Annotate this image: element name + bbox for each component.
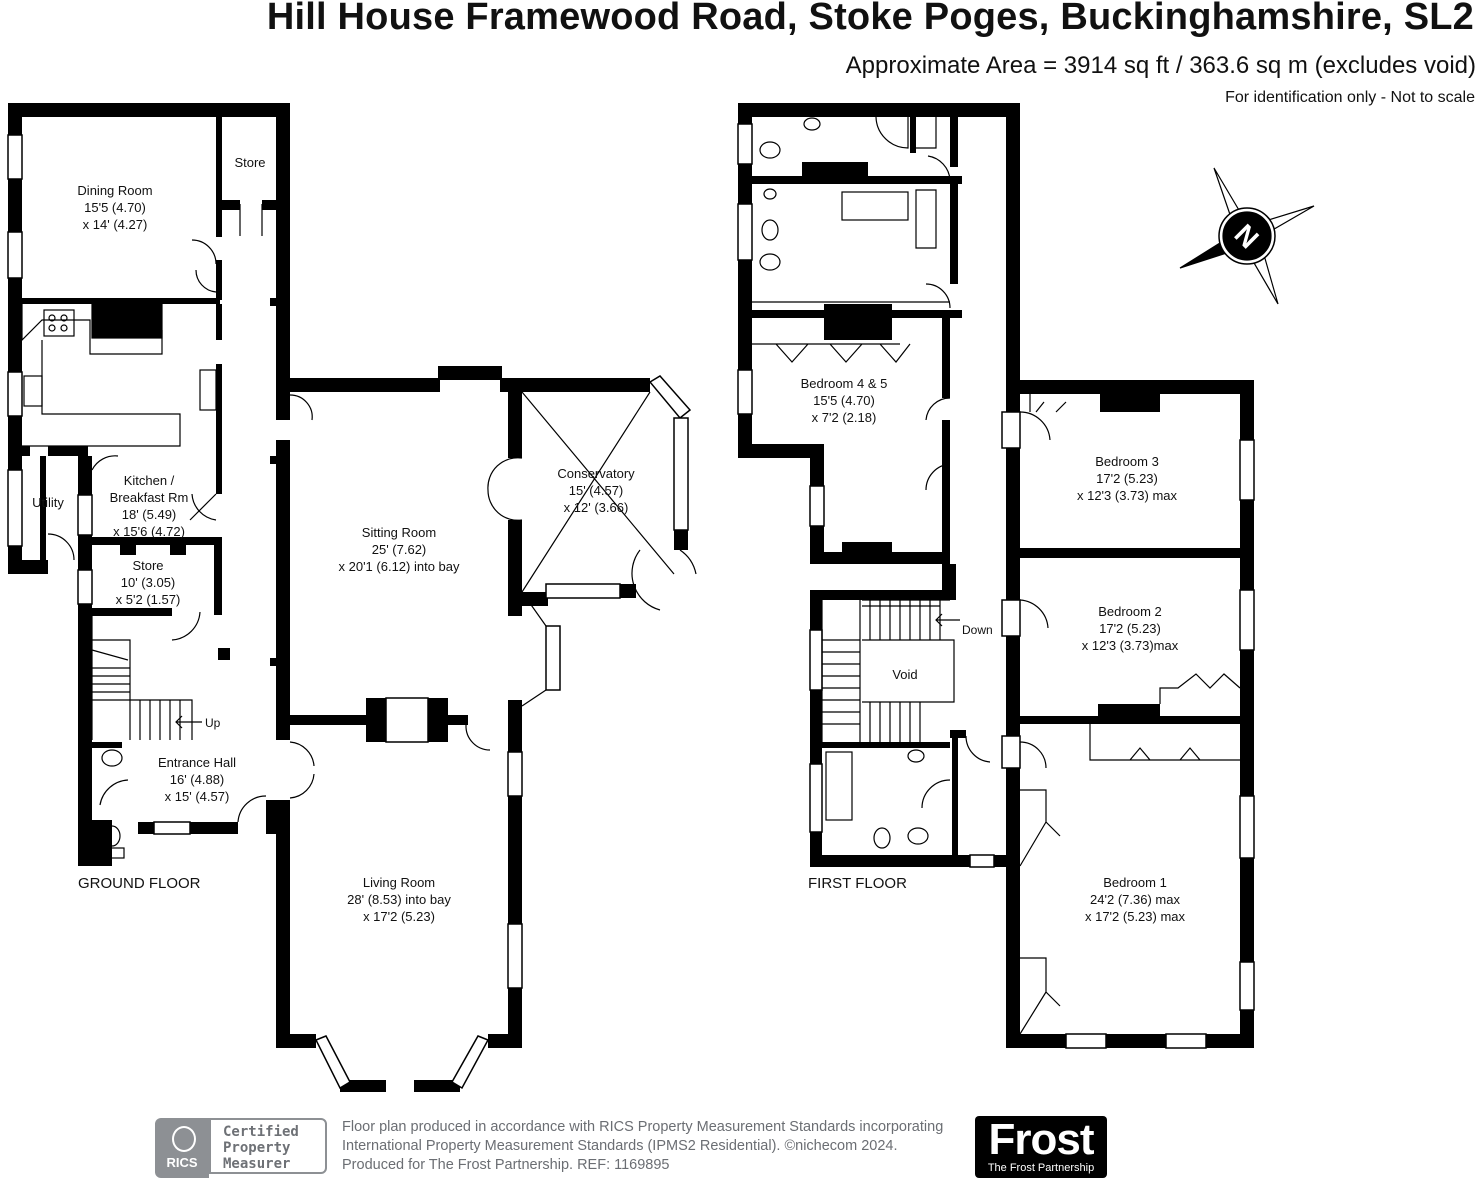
- room-bedroom-1: Bedroom 1 24'2 (7.36) max x 17'2 (5.23) …: [1084, 875, 1186, 924]
- room-store-top: Store: [234, 155, 266, 170]
- certified-property-measurer: Certified Property Measurer: [209, 1118, 327, 1174]
- frost-logo: Frost The Frost Partnership: [975, 1116, 1107, 1178]
- first-floor-label: FIRST FLOOR: [808, 875, 907, 892]
- rics-certified-logo: RICS Certified Property Measurer: [155, 1118, 331, 1178]
- room-kitchen: Kitchen / Breakfast Rm 18' (5.49) x 15'6…: [109, 473, 189, 539]
- property-title: Hill House Framewood Road, Stoke Poges, …: [266, 0, 1474, 38]
- lion-emblem-icon: [172, 1126, 196, 1152]
- room-bedroom-2: Bedroom 2 17'2 (5.23) x 12'3 (3.73)max: [1081, 604, 1179, 653]
- first-floor-windows: [737, 123, 1255, 1049]
- footer-disclaimer: Floor plan produced in accordance with R…: [342, 1119, 944, 1173]
- ground-floor-label: GROUND FLOOR: [78, 875, 201, 892]
- room-store: Store 10' (3.05) x 5'2 (1.57): [115, 558, 181, 607]
- room-void: Void: [892, 667, 918, 682]
- room-living: Living Room 28' (8.53) into bay x 17'2 (…: [347, 875, 451, 924]
- ground-floor-fixtures: [21, 204, 697, 859]
- scale-note: For identification only - Not to scale: [1225, 89, 1475, 106]
- room-entrance-hall: Entrance Hall 16' (4.88) x 15' (4.57): [157, 755, 237, 804]
- rics-emblem: RICS: [155, 1118, 209, 1178]
- compass-icon: [1179, 167, 1315, 305]
- room-bedroom-4-5: Bedroom 4 & 5 15'5 (4.70) x 7'2 (2.18): [800, 376, 888, 425]
- stairs-up-label: Up: [205, 716, 221, 730]
- room-dining: Dining Room 15'5 (4.70) x 14' (4.27): [77, 183, 153, 232]
- ground-floor-walls: [8, 103, 688, 1092]
- stairs-down-label: Down: [962, 623, 993, 637]
- room-sitting: Sitting Room 25' (7.62) x 20'1 (6.12) in…: [338, 525, 460, 574]
- room-conservatory: Conservatory 15' (4.57) x 12' (3.66): [557, 466, 635, 515]
- ground-floor-windows: [7, 134, 692, 1090]
- first-floor-fixtures: [175, 116, 1241, 1035]
- room-bedroom-3: Bedroom 3 17'2 (5.23) x 12'3 (3.73) max: [1076, 454, 1178, 503]
- approximate-area: Approximate Area = 3914 sq ft / 363.6 sq…: [845, 52, 1476, 79]
- room-utility: Utility: [32, 495, 64, 510]
